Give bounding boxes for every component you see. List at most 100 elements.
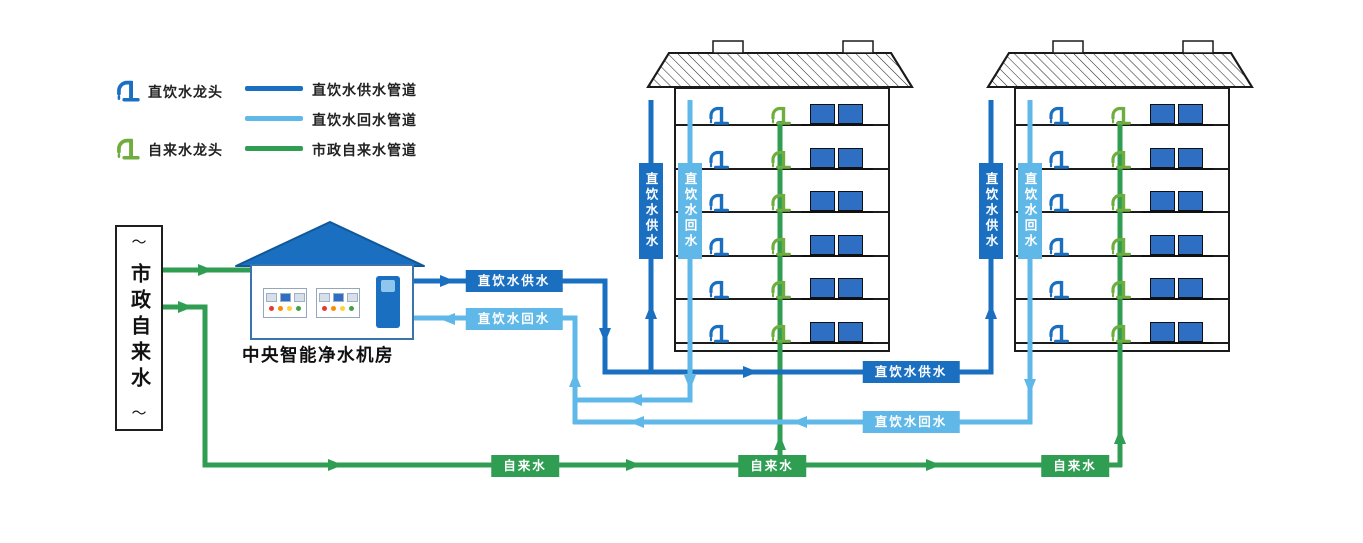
- arrow-left: [629, 416, 644, 428]
- drinking-faucet-icon: [112, 74, 142, 104]
- tap-faucet-icon: [112, 132, 142, 162]
- window-sill: [1141, 255, 1213, 257]
- window-pane: [1178, 104, 1203, 124]
- legend-supply-pipe-label: 直饮水供水管道: [312, 82, 417, 98]
- drinking-faucet-icon: [1049, 149, 1070, 170]
- window-pane: [810, 191, 835, 211]
- roof-vent: [712, 40, 744, 54]
- indicator-light: [278, 306, 283, 311]
- window-pane: [1178, 235, 1203, 255]
- window-pane: [810, 278, 835, 298]
- building-1-roof: [646, 40, 914, 88]
- indicator-light: [349, 306, 354, 311]
- arrow-right: [626, 459, 641, 471]
- window-pane: [838, 104, 863, 124]
- arrow-down: [599, 328, 611, 343]
- window: [1141, 278, 1213, 300]
- window-pane: [810, 104, 835, 124]
- window: [801, 104, 873, 126]
- window: [801, 191, 873, 213]
- tap-pipe-badge: 自来水: [491, 455, 559, 477]
- indicator-light: [322, 306, 327, 311]
- window-pane: [1150, 104, 1175, 124]
- return-pipe-badge: 直饮水回水: [862, 411, 960, 433]
- tap-pipe-badge: 自来水: [738, 455, 806, 477]
- municipal-water-source: 〜 市政自来水 〜: [115, 225, 163, 431]
- riser-supply-label: 直饮水供水: [979, 163, 1003, 259]
- flow-arrows: [178, 264, 1126, 471]
- return-main-pipe: [408, 315, 578, 424]
- drinking-faucet-icon: [1049, 323, 1070, 343]
- window-pane: [1178, 191, 1203, 211]
- drinking-faucet-icon: [1049, 105, 1070, 126]
- municipal-water-label: 市政自来水: [127, 263, 150, 393]
- drinking-faucet-icon: [709, 192, 730, 213]
- indicator-light: [269, 306, 274, 311]
- arrow-right: [926, 459, 941, 471]
- arrow-up: [985, 304, 997, 319]
- window-pane: [1150, 191, 1175, 211]
- panel-screen: [346, 293, 358, 302]
- tap-faucet-icon: [771, 105, 792, 126]
- window-pane: [1178, 278, 1203, 298]
- drinking-faucet-icon: [709, 236, 730, 257]
- return-pipe-swatch: [245, 116, 303, 121]
- window-sill: [801, 298, 873, 300]
- window-sill: [801, 124, 873, 126]
- window-pane: [838, 191, 863, 211]
- panel-screen: [332, 293, 344, 302]
- window: [1141, 148, 1213, 170]
- drinking-faucet-icon: [709, 323, 730, 343]
- faucets-layer: [709, 105, 1132, 343]
- riser-return-label: 直饮水回水: [1018, 163, 1042, 259]
- window: [1141, 191, 1213, 213]
- municipal-pipe-swatch: [245, 146, 303, 151]
- window-pane: [1150, 148, 1175, 168]
- purification-plant: [250, 264, 414, 340]
- riser-supply-label: 直饮水供水: [639, 163, 663, 259]
- arrow-down: [1024, 379, 1036, 394]
- window-pane: [1150, 322, 1175, 342]
- window-sill: [1141, 124, 1213, 126]
- window-pane: [1178, 322, 1203, 342]
- arrow-right: [178, 301, 193, 313]
- plant-label: 中央智能净水机房: [242, 345, 394, 365]
- window: [1141, 322, 1213, 344]
- panel-screen: [279, 293, 291, 302]
- arrow-up: [774, 435, 786, 450]
- filter-tank-window: [381, 280, 395, 292]
- arrow-right: [743, 366, 758, 378]
- window-pane: [1150, 235, 1175, 255]
- legend-municipal-pipe-label: 市政自来水管道: [312, 142, 417, 158]
- legend-return-pipe-label: 直饮水回水管道: [312, 112, 417, 128]
- window-pane: [838, 278, 863, 298]
- window-pane: [838, 322, 863, 342]
- arrow-down: [684, 375, 696, 390]
- return-riser-building-1: [573, 100, 693, 403]
- window: [801, 148, 873, 170]
- control-panel: [263, 288, 307, 318]
- drinking-faucet-icon: [1049, 192, 1070, 213]
- supply-pipe-swatch: [245, 86, 303, 91]
- arrow-up: [1114, 429, 1126, 444]
- arrow-right: [328, 459, 343, 471]
- window-sill: [1141, 168, 1213, 170]
- return-pipe-badge: 直饮水回水: [465, 308, 563, 330]
- arrow-left: [792, 416, 807, 428]
- arrow-right: [198, 264, 213, 276]
- panel-screen: [318, 293, 330, 302]
- window: [801, 278, 873, 300]
- arrow-right: [440, 275, 455, 287]
- window-pane: [810, 148, 835, 168]
- window-pane: [810, 322, 835, 342]
- roof-vent: [842, 40, 874, 54]
- window-sill: [1141, 298, 1213, 300]
- window-sill: [1141, 342, 1213, 344]
- window: [1141, 235, 1213, 257]
- wave-mark: 〜: [131, 405, 147, 422]
- roof-vent: [1052, 40, 1084, 54]
- indicator-light: [296, 306, 301, 311]
- supply-pipe-badge: 直饮水供水: [862, 361, 960, 383]
- arrow-up: [569, 372, 581, 387]
